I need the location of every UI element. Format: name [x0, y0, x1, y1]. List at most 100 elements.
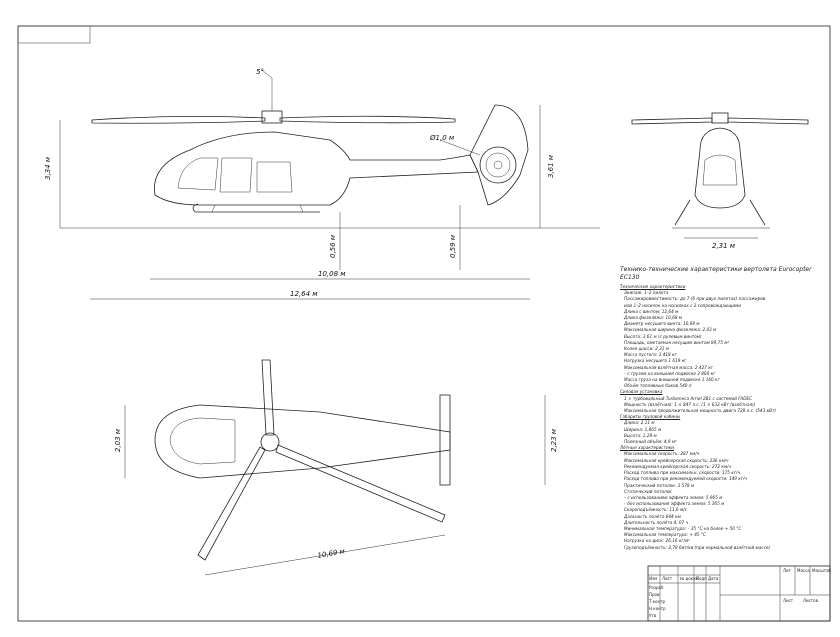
skid-clearance-label: 0,56 м — [329, 234, 337, 258]
top-width-right-label: 2,23 м — [550, 428, 558, 452]
side-tail-fin — [469, 104, 529, 206]
specifications-line: Скороподъёмность: 11,6 м/с — [624, 507, 687, 513]
top-rotor-blade-right — [275, 444, 446, 523]
specifications-line: Экипаж: 1–2 пилота — [624, 290, 669, 296]
top-rotor-blade-left — [197, 446, 266, 561]
specifications-line: Расход топлива при максимальн. скорости:… — [624, 470, 740, 476]
specifications-section-heading: Лётные характеристики — [620, 445, 675, 451]
overall-length-label: 12,64 м — [290, 290, 318, 298]
specifications-line: 1 × турбовальный Turbomeca Arriel 2B1 с … — [624, 395, 753, 401]
specifications-line: – с использованием эффекта земли: 5 965 … — [624, 494, 723, 500]
specifications-line: или 1–2 носилок на носилках с 2 сопровож… — [624, 302, 741, 308]
specifications-line: Максимальная продолжительная мощность дв… — [624, 408, 777, 414]
specifications-section-heading: Габариты грузовой кабины — [620, 414, 681, 420]
specifications-section-heading: Силовая установка — [620, 389, 663, 395]
corner-stamp — [17, 25, 91, 44]
tb-label-dev: Разраб — [649, 585, 664, 590]
top-view: 2,03 м 2,23 м 10,69 м — [114, 359, 558, 576]
main-rotor-dim — [204, 534, 446, 576]
height-total-label: 3,34 м — [44, 156, 52, 180]
specifications-block: Технико-технические характеристики верто… — [620, 266, 825, 551]
fenestron-outer — [479, 146, 517, 184]
tb-label-check: Пров — [649, 592, 660, 597]
specifications-line: Рекомендуемая крейсерская скорость: 272 … — [624, 463, 731, 469]
specifications-line: Объём топливных баков 540 л — [624, 383, 692, 389]
tail-height-label: 3,61 м — [547, 154, 555, 178]
specifications-line: Мощность (взлётная): 1 × 847 л.с. (1 × 6… — [624, 401, 756, 407]
side-fuselage — [154, 131, 479, 206]
specifications-line: Грузоподъёмность: 2,78 бит/кв (при норма… — [624, 544, 771, 550]
specifications-line: – без использования эффекта земли: 5 365… — [624, 501, 725, 507]
specifications-line: Длительность полёта 4, 07 ч — [624, 519, 689, 525]
specifications-title: Технико-технические характеристики верто… — [620, 266, 812, 281]
fenestron-diameter-label: Ø1,0 м — [429, 134, 455, 142]
tb-label-lit: Лит — [783, 568, 791, 573]
top-cockpit — [169, 417, 236, 465]
top-fuselage — [154, 404, 451, 479]
top-stabilizer — [439, 394, 451, 486]
specifications-line: Масса груза на внешней подвеске 1 160 кг — [624, 377, 720, 383]
cabin-window-2 — [256, 161, 293, 193]
specifications-line: Нагрузка несущего 1 619 кг — [624, 358, 687, 364]
specifications-line: Длина с винтом: 12,64 м — [624, 308, 679, 314]
tb-label-sheets: Листов — [803, 598, 818, 603]
tb-label-scale: Масштаб — [812, 568, 832, 573]
specifications-line: Статический потолок — [624, 488, 672, 494]
specifications-line: Длина фюзеляжа: 10,68 м — [624, 315, 682, 321]
specifications-line: Максимальная скорость: 287 км/ч — [624, 451, 700, 457]
side-view: 5° 3,34 м 3,61 м Ø1,0 м 0,56 м 0,59 м 10… — [44, 68, 600, 300]
specifications-line: Длина: 2,11 м — [624, 420, 655, 426]
tb-label-tcontrol: Т.контр — [649, 599, 666, 604]
specifications-line: Минимальная температура: – 35 °С на боле… — [624, 525, 742, 531]
tb-label-izm: Изм — [649, 576, 658, 581]
tb-label-date: Дата — [708, 576, 719, 581]
tb-label-sign: Подп — [696, 576, 707, 581]
fenestron-hub — [493, 160, 503, 170]
cabin-window-1 — [219, 157, 253, 193]
cockpit-window — [177, 157, 219, 191]
side-main-rotor-blade-right — [279, 115, 456, 124]
top-width-left-label: 2,03 м — [114, 428, 122, 452]
skid-strut-rear — [299, 204, 304, 213]
specifications-line: Масса пустого: 1 418 кг — [624, 352, 677, 358]
skid-strut-front — [211, 204, 216, 213]
specifications-line: Высота: 1,28 м — [624, 432, 657, 438]
side-main-rotor-blade-left — [91, 116, 266, 124]
skid-front-curve — [192, 203, 199, 213]
specifications-line: Высота: 3,61 м (с рулевым винтом) — [624, 333, 702, 339]
tb-label-list: Лист — [662, 576, 673, 581]
specifications-line: Полезный объём: 4,9 м³ — [624, 439, 677, 445]
title-block-frame — [647, 565, 831, 622]
tb-label-approve: Утв — [649, 613, 657, 618]
front-rotor-right — [727, 117, 809, 125]
specifications-line: Колея шасси: 2,31 м — [624, 346, 669, 352]
tb-label-doc: № докум — [680, 576, 699, 581]
specifications-line: Максимальная взлётная масса: 2 427 кг — [624, 364, 713, 370]
rotor-angle-label: 5° — [256, 68, 264, 76]
front-width-label: 2,31 м — [712, 242, 736, 250]
front-fuselage — [694, 127, 746, 209]
specifications-line: – с грузом на внешней подвеске 2 800 кг — [624, 370, 716, 376]
front-windshield — [702, 154, 738, 186]
front-rotor-hub — [711, 112, 729, 124]
specifications-section-heading: Технические характеристики — [620, 284, 686, 289]
rotor-angle-line — [261, 69, 273, 79]
front-view: 2,31 м — [631, 112, 809, 250]
top-rotor-hub — [260, 432, 280, 452]
tb-label-mass: Масса — [797, 568, 810, 573]
front-skid-struts — [674, 199, 766, 226]
tb-label-sheet: Лист — [783, 598, 794, 603]
specifications-line: Площадь, ометаемая несущим винтом 89,75 … — [624, 339, 730, 345]
fenestron-leader — [439, 139, 481, 156]
front-rotor-left — [631, 117, 713, 125]
specifications-line: Диаметр несущего винта: 10,69 м — [624, 321, 700, 327]
specifications-line: Расход топлива при рекомендуемой скорост… — [624, 476, 747, 482]
specifications-line: Дальность полёта 644 км — [624, 513, 681, 519]
fuselage-length-label: 10,08 м — [318, 270, 346, 278]
specifications-line: Максимальная ширина фюзеляжа: 2,03 м — [624, 327, 717, 333]
specifications-line: Ширина: 1,865 м — [624, 426, 662, 432]
specifications-line: Практический потолок: 3 578 м — [624, 482, 695, 488]
top-rotor-blade-up — [261, 359, 275, 436]
